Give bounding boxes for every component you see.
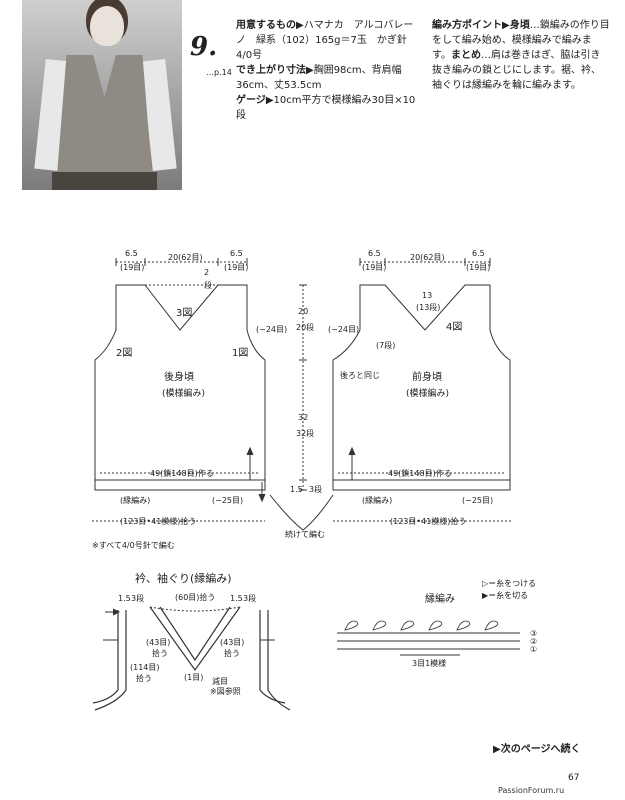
center-middle: 32 [298, 413, 308, 422]
front-v-depth: 13 [422, 291, 432, 300]
back-neck-depth-rows: 段 [204, 280, 212, 290]
back-outline [94, 284, 266, 491]
front-dim-shoulder-left: 6.5 [368, 249, 381, 258]
back-dim-shoulder-left: 6.5 [125, 249, 138, 258]
front-fig4: 4図 [446, 321, 462, 333]
size-text: ▶胸囲98cm、背肩幅36cm、丈53.5cm [236, 65, 402, 91]
model-photo [22, 0, 182, 190]
edging-row-3: ③ [530, 629, 537, 638]
armhole-right [259, 610, 286, 704]
front-pickup: (123目•41模様)拾う [390, 516, 466, 526]
armhole-left [92, 610, 119, 704]
watermark: PassionForum.ru [498, 786, 565, 795]
collar-left-rows: 1.5 [118, 594, 131, 603]
points-heading: 編み方ポイント [432, 20, 502, 31]
photo-head [90, 6, 124, 46]
front-outline [332, 284, 511, 491]
collar-right-rows: 1.5 [230, 594, 243, 603]
center-middle-rows: 32段 [296, 428, 314, 438]
collar-center: (1目) [184, 673, 203, 682]
back-dim-neck: 20(62目) [168, 253, 203, 262]
collar-dec-ref: ※図参照 [210, 686, 241, 696]
collar-neck-st: (60目)拾う [175, 592, 215, 602]
gauge-text: ▶10cm平方で模様編み30目×10段 [236, 95, 416, 121]
pattern-number: 9. [190, 32, 218, 62]
edging-repeat: 3目1模様 [412, 658, 446, 668]
edging-row-1: ① [530, 645, 537, 654]
center-upper-rows: 20段 [296, 322, 314, 332]
collar-right-rows-st: 3段 [243, 593, 256, 603]
finish-heading: まとめ [451, 50, 481, 61]
front-armhole-dec: (−24目) [328, 325, 359, 334]
front-side-rows: (7段) [376, 340, 395, 350]
center-upper: 20 [298, 307, 308, 316]
collar-title: 衿、袖ぐり(縁編み) [135, 572, 232, 585]
back-chain: 49(鎖148目)作る [150, 468, 214, 478]
photo-skirt [52, 172, 157, 190]
front-v-rows: (13段) [416, 302, 440, 312]
collar-v [149, 606, 241, 672]
size-heading: でき上がり寸法 [236, 65, 306, 76]
collar-side-left-2: 拾う [152, 648, 168, 658]
materials-heading: 用意するもの [236, 20, 296, 31]
collar-arm: (114目) [130, 663, 160, 672]
center-join: 続けて編む [285, 529, 325, 539]
collar-side-right-2: 拾う [224, 648, 240, 658]
collar-left-rows-st: 3段 [131, 593, 144, 603]
edging-legend-2: ▶＝糸を切る [482, 590, 528, 600]
body-heading: ▶身頃 [502, 20, 530, 31]
front-dim-shoulder-left-st: (19目) [362, 263, 386, 272]
back-edge-dec: (−25目) [212, 496, 243, 505]
back-dim-shoulder-left-st: (19目) [120, 263, 144, 272]
front-same-as-back: 後ろと同じ [340, 370, 380, 380]
back-fig3: 3図 [176, 307, 192, 319]
materials-text: ▶ハマナカ アルコバレーノ 緑系（102）165g＝7玉 かぎ針4/0号 [236, 20, 414, 61]
collar-side-left: (43目) [146, 638, 170, 647]
page-number: 67 [568, 773, 580, 783]
continue-next-page: ▶次のページへ続く [493, 744, 581, 755]
needle-note: ※すべて4/0号針で編む [92, 541, 175, 550]
finish-text: …肩は巻きはぎ、脇は引き抜き編みの鎖とじにします。裾、衿、袖ぐりは縁編みを輪に編… [432, 50, 601, 91]
edging-legend-1: ▷＝糸をつける [482, 578, 536, 588]
back-dim-shoulder-right: 6.5 [230, 249, 243, 258]
materials-block: 用意するもの▶ハマナカ アルコバレーノ 緑系（102）165g＝7玉 かぎ針4/… [236, 18, 421, 123]
center-bottom: 1.5 [290, 485, 303, 494]
back-neck-depth: 2 [204, 268, 209, 277]
front-dim-neck: 20(62目) [410, 253, 445, 262]
front-chain: 49(鎖148目)作る [388, 468, 452, 478]
back-title: 後身頃 [164, 370, 194, 383]
front-edge-dec: (−25目) [462, 496, 493, 505]
front-subtitle: (模様編み) [406, 387, 449, 399]
collar-dec: 減目 [212, 676, 228, 686]
points-block: 編み方ポイント▶身頃…鎖編みの作り目をして編み始め、模様編みで編みます。まとめ…… [432, 18, 610, 93]
body-text: …鎖編みの作り目をして編み始め、模様編みで編みます。 [432, 20, 610, 61]
edging-title: 縁編み [425, 594, 455, 605]
back-fig2: 2図 [116, 347, 132, 359]
center-bottom-rows: 3段 [309, 484, 322, 494]
back-subtitle: (模様編み) [162, 387, 205, 399]
back-pickup: (123目•41模様)拾う [120, 516, 196, 526]
front-edge: (縁編み) [362, 495, 392, 505]
front-dim-shoulder-right: 6.5 [472, 249, 485, 258]
page-reference: …p.14 [206, 68, 232, 77]
edging-row-2: ② [530, 637, 537, 646]
front-title: 前身頃 [412, 370, 442, 383]
back-fig1: 1図 [232, 347, 248, 359]
back-armhole-dec: (−24目) [256, 325, 287, 334]
collar-side-right: (43目) [220, 638, 244, 647]
collar-arm-2: 拾う [136, 673, 152, 683]
gauge-heading: ゲージ [236, 95, 266, 106]
back-edge: (縁編み) [120, 495, 150, 505]
front-dim-shoulder-right-st: (19目) [466, 263, 490, 272]
back-dim-shoulder-right-st: (19目) [224, 263, 248, 272]
